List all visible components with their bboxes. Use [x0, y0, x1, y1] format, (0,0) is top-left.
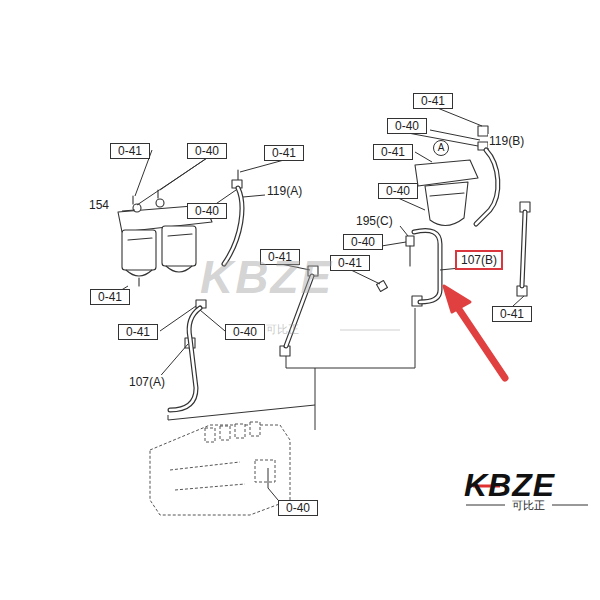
- callout-number: 119(A): [266, 184, 303, 198]
- part-number: 0-40: [386, 184, 410, 198]
- part-number: 0-40: [195, 144, 219, 158]
- callout-box: 107(B): [455, 250, 503, 270]
- part-number: 0-41: [338, 256, 362, 270]
- part-number: 0-41: [118, 144, 142, 158]
- callout-box: 0-41: [413, 93, 453, 109]
- callout-number: 195(C): [355, 214, 394, 228]
- callout-box: 0-40: [343, 234, 383, 250]
- callout-box: 0-41: [118, 324, 158, 340]
- callout-box: 0-40: [225, 324, 265, 340]
- part-number: 0-40: [195, 204, 219, 218]
- callout-box: 0-40: [278, 500, 318, 516]
- callout-number: 107(A): [128, 375, 166, 389]
- callout-number: 119(B): [488, 134, 525, 148]
- callout-box: 0-41: [90, 289, 130, 305]
- callout-box: 0-41: [330, 255, 370, 271]
- brand-logo: KBZE: [464, 468, 555, 502]
- part-number: A: [438, 142, 445, 153]
- watermark: KBZE: [200, 252, 333, 302]
- brand-logo: 可比正: [512, 499, 545, 512]
- callout-box: 0-41: [110, 143, 150, 159]
- part-number: 0-41: [98, 290, 122, 304]
- callout-box: 0-40: [187, 203, 227, 219]
- callout-box: 0-40: [187, 143, 227, 159]
- callout-number: 154: [88, 198, 110, 212]
- part-number: 0-40: [395, 119, 419, 133]
- part-number: 0-40: [233, 325, 257, 339]
- part-number: 0-41: [381, 145, 405, 159]
- part-number: 0-40: [351, 235, 375, 249]
- part-number: 107(B): [461, 253, 497, 267]
- watermark: 可比正: [266, 323, 299, 336]
- callout-box: 0-41: [492, 306, 532, 322]
- part-number: 0-41: [500, 307, 524, 321]
- callout-box: 0-40: [378, 183, 418, 199]
- part-number: 0-41: [126, 325, 150, 339]
- callout-box: 0-40: [387, 118, 427, 134]
- part-number: 0-41: [421, 94, 445, 108]
- circle-marker: A: [433, 140, 449, 156]
- callout-box: 0-41: [373, 144, 413, 160]
- part-number: 0-41: [272, 146, 296, 160]
- part-number: 0-40: [286, 501, 310, 515]
- callout-box: 0-41: [264, 145, 304, 161]
